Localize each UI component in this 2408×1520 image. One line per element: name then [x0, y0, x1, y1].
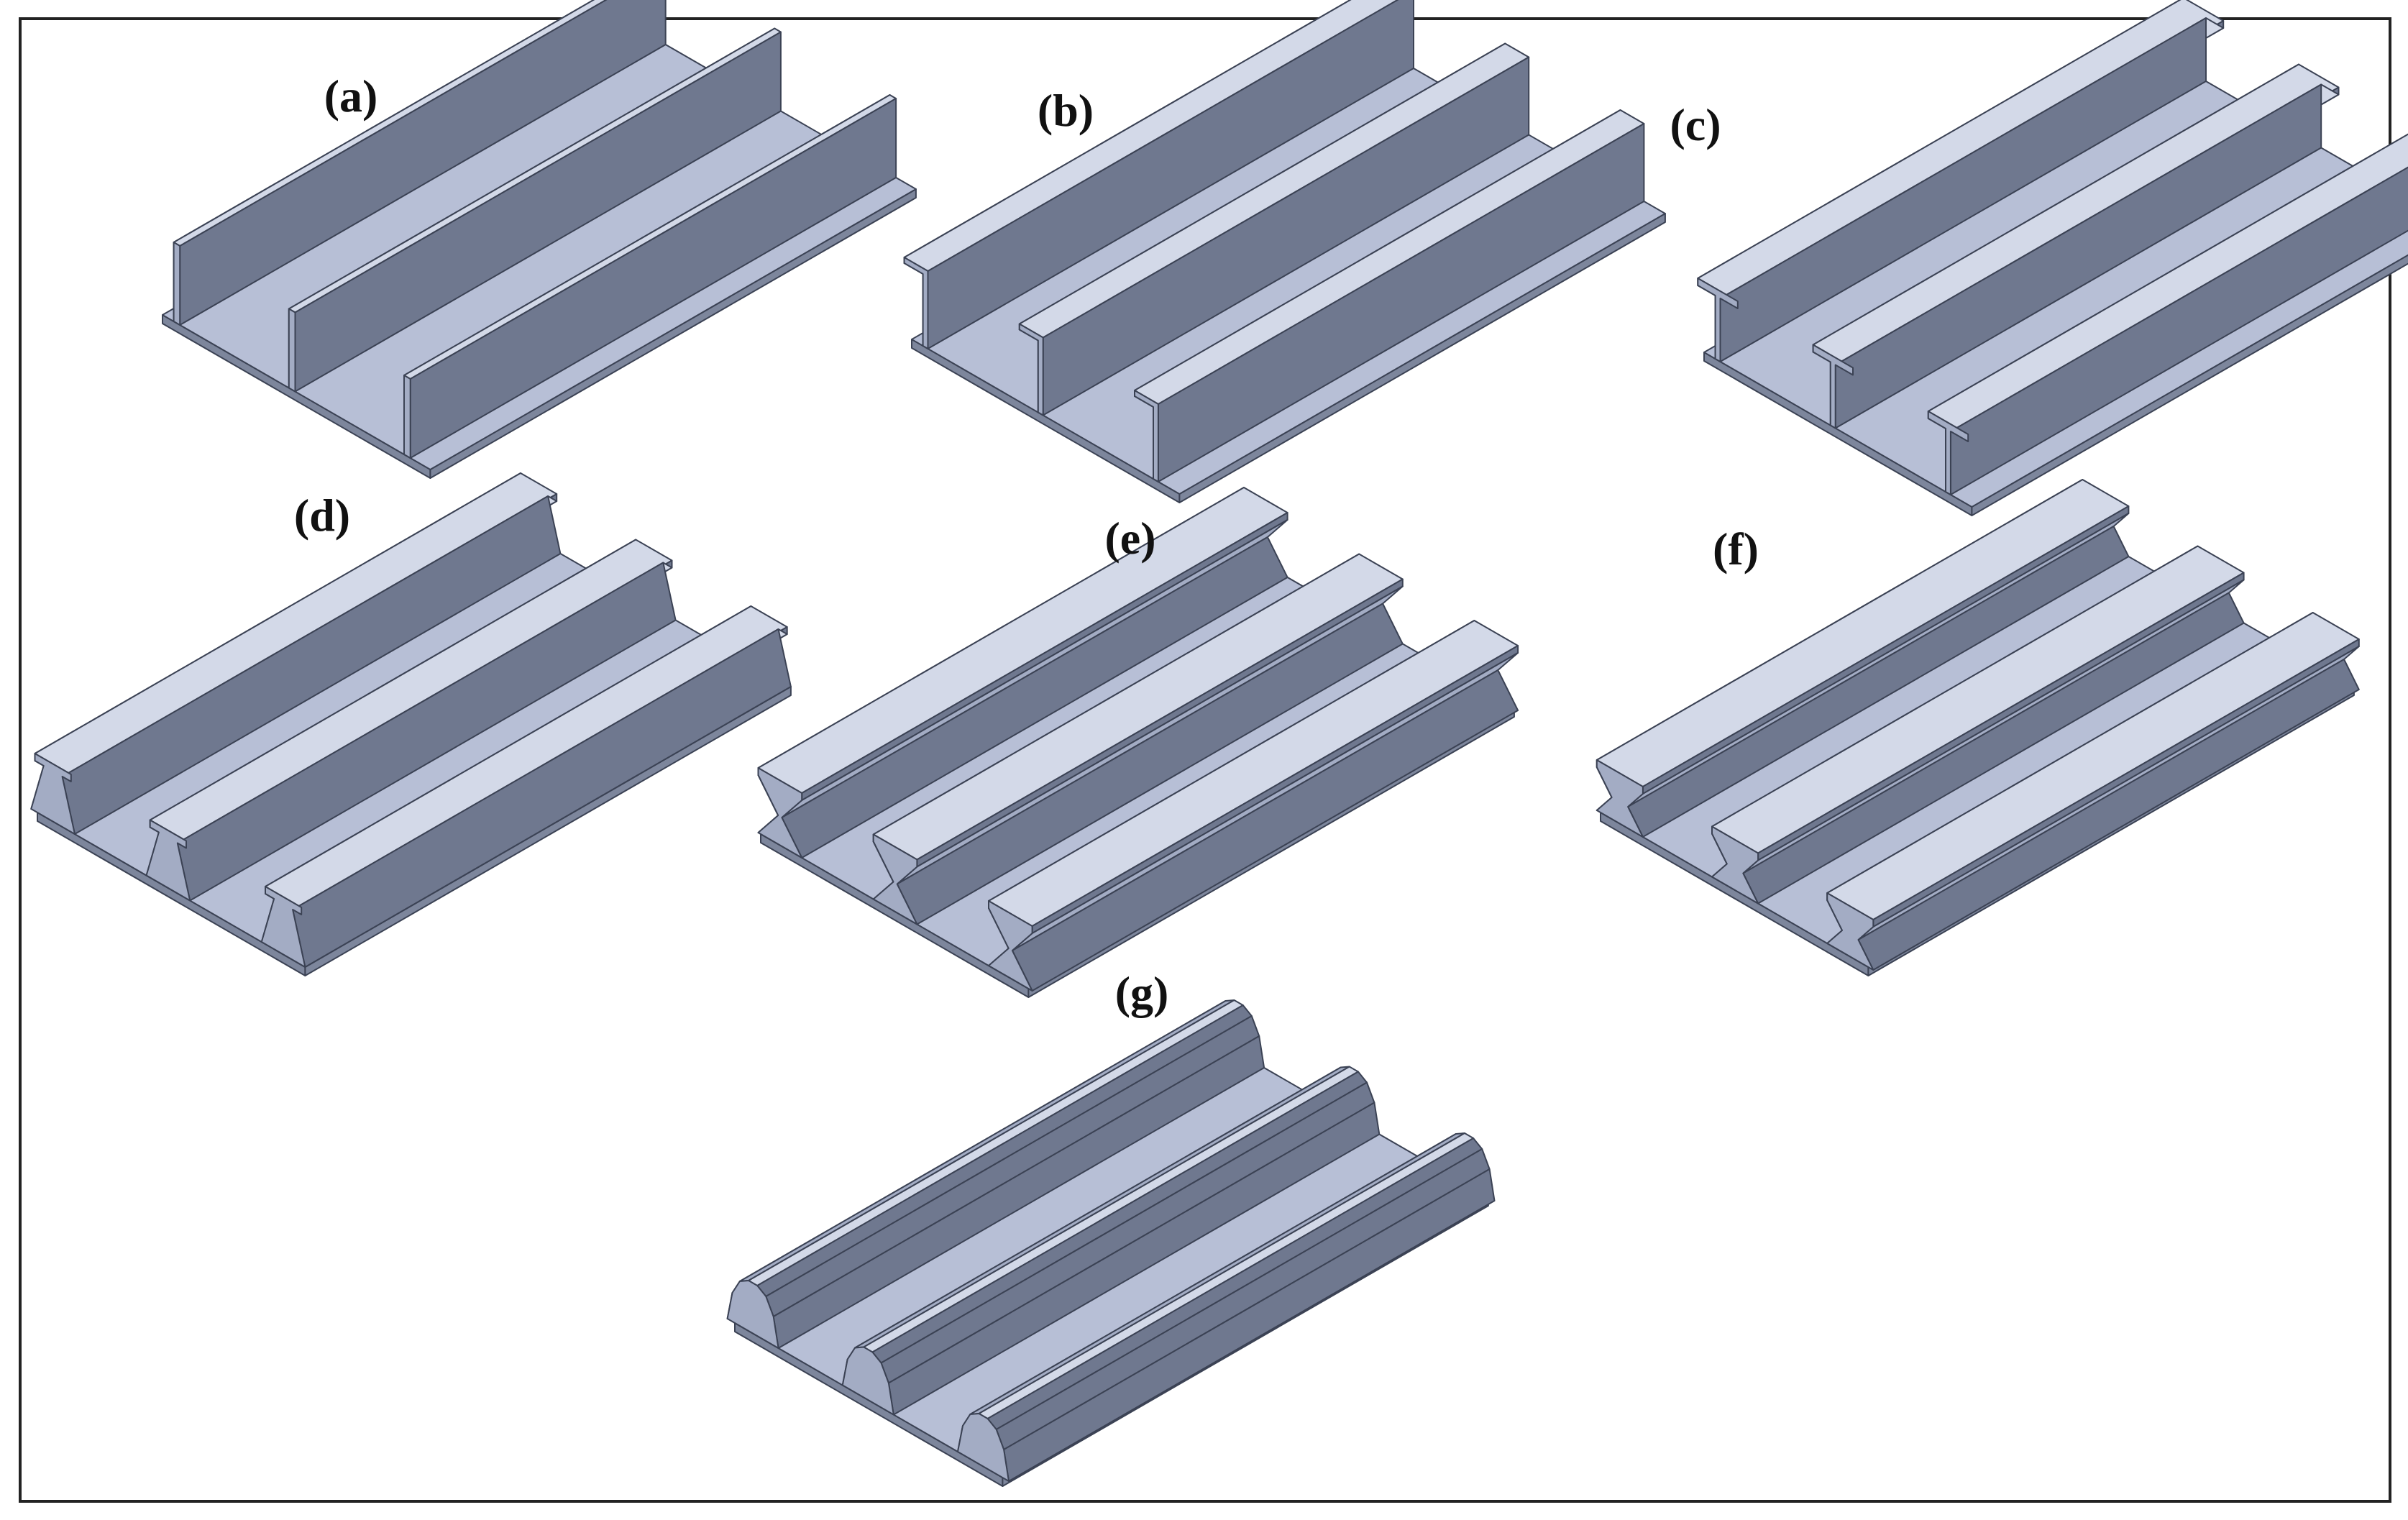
stiffener-2-end	[1018, 323, 1044, 416]
panel-label: (a)	[324, 70, 378, 122]
panel-label: (e)	[1104, 513, 1155, 564]
stiffener-1-end	[726, 1280, 779, 1349]
panel-label: (c)	[1670, 99, 1721, 150]
stiffener-1-end	[903, 257, 929, 349]
stiffener-1-end	[757, 767, 803, 859]
stiffener-2-end	[288, 308, 296, 393]
stiffener-3-end	[1826, 892, 1874, 971]
panel-f	[1596, 479, 2360, 976]
stiffener-3-end	[988, 900, 1033, 992]
stiffener-1-end	[1697, 278, 1739, 362]
panel-label: (g)	[1115, 967, 1169, 1018]
panel-d	[30, 472, 792, 976]
panel-c	[1697, 0, 2408, 516]
stiffener-3-end	[403, 375, 411, 459]
stiffener-3-end	[1927, 411, 1969, 495]
stiffener-3-end	[260, 886, 306, 968]
panel-label: (f)	[1713, 523, 1759, 574]
panel-g	[726, 999, 1496, 1487]
stiffener-3-end	[957, 1413, 1010, 1482]
stiffener-1-end	[1596, 759, 1644, 838]
panel-b	[903, 0, 1666, 503]
panel-e	[757, 487, 1519, 998]
stiffener-2-end	[841, 1346, 894, 1416]
panel-label: (b)	[1038, 85, 1094, 136]
stiffener-2-end	[1711, 825, 1759, 905]
stiffener-1-end	[30, 753, 75, 835]
panel-label: (d)	[294, 490, 350, 541]
stiffener-2-end	[145, 819, 191, 902]
stiffener-3-end	[1134, 390, 1159, 482]
panel-a	[162, 0, 917, 479]
stiffener-2-end	[872, 833, 918, 925]
stiffener-2-end	[1812, 344, 1854, 429]
stiffener-1-end	[173, 242, 181, 326]
